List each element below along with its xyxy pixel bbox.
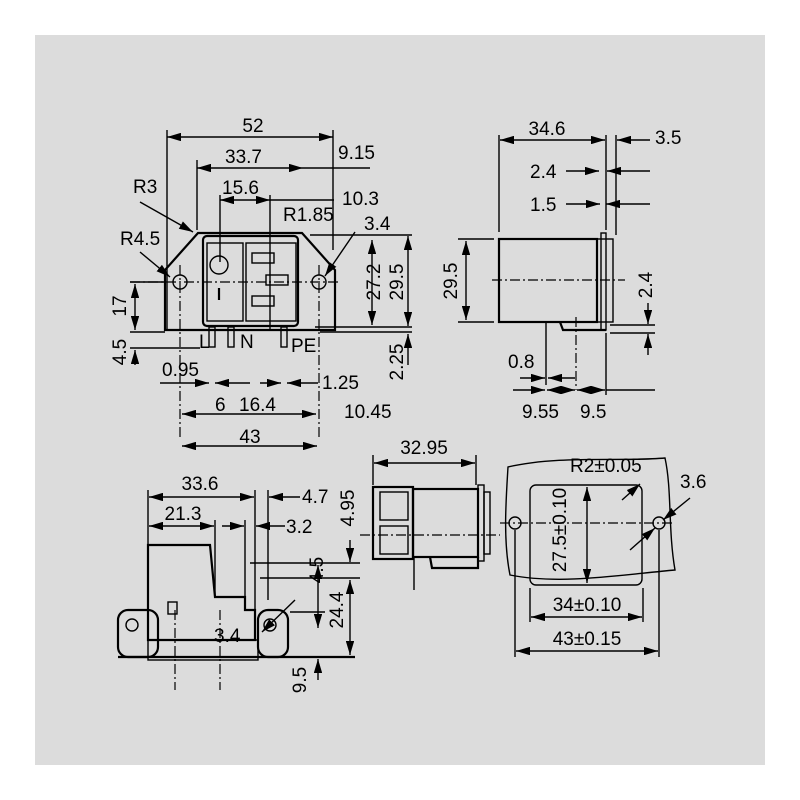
dim-height-inner: 27.2 <box>364 264 385 301</box>
dim-bracket-offset: 2.4 <box>636 271 657 298</box>
dim-pitch-ln: 6 <box>215 395 226 416</box>
dim-depth: 34.6 <box>529 119 566 140</box>
dim-offset-b: 3.2 <box>286 517 312 538</box>
dim-cutout-hole-spacing: 43±0.15 <box>553 629 622 650</box>
dim-height-b: 24.4 <box>327 591 348 628</box>
dim-flange-total: 3.5 <box>655 128 681 149</box>
pin-label-n: N <box>240 332 254 353</box>
drawing-panel <box>35 35 765 765</box>
dim-height-bottom: 4.5 <box>110 339 131 365</box>
dim-hole-dia: 3.4 <box>364 214 391 235</box>
dim-flange-a: 2.4 <box>530 162 557 183</box>
dim-pin-offset-b: 9.5 <box>580 402 606 423</box>
dim-bottom-hole-dia: 3.4 <box>214 626 241 647</box>
dim-corner-radius: R2±0.05 <box>570 456 642 477</box>
dim-height-outer: 29.5 <box>387 264 408 301</box>
dim-cutout-hole-dia: 3.6 <box>680 472 706 493</box>
dim-radius-side: R4.5 <box>120 229 160 250</box>
bottom-view-labels: 33.6 4.7 21.3 3.2 4.95 4.5 24.4 3.4 9.5 <box>165 474 359 693</box>
dim-height-c: 9.5 <box>290 667 311 693</box>
dim-length: 33.6 <box>182 474 219 495</box>
pin-label-l: L <box>199 332 210 353</box>
panel-cutout <box>500 457 691 657</box>
dim-pin-gap: 1.25 <box>322 373 359 394</box>
dim-cutout-width: 34±0.10 <box>553 595 622 616</box>
dim-width-body: 33.7 <box>225 147 262 168</box>
dim-top-depth: 32.95 <box>400 438 448 459</box>
dim-height-flange: 2.25 <box>387 344 408 381</box>
side-view-labels: 34.6 3.5 2.4 1.5 29.5 2.4 0.8 9.55 9.5 <box>441 119 681 423</box>
dim-offset-a: 4.7 <box>302 487 328 508</box>
panel-cutout-labels: R2±0.05 3.6 27.5±0.10 34±0.10 43±0.15 <box>550 456 706 650</box>
dim-hole-spacing: 43 <box>239 427 260 448</box>
dim-offset-pin: 10.3 <box>342 189 379 210</box>
dim-radius-corner: R1.85 <box>283 205 334 226</box>
dim-length-inner: 21.3 <box>165 504 202 525</box>
dim-height-hole: 17 <box>110 295 131 316</box>
dim-cutout-height: 27.5±0.10 <box>550 488 571 572</box>
dim-pin-thickness: 0.8 <box>508 352 534 373</box>
dim-offset-right: 9.15 <box>338 143 375 164</box>
dim-radius-top: R3 <box>133 177 157 198</box>
dim-pin-width: 0.95 <box>162 360 199 381</box>
bottom-view <box>116 490 360 690</box>
dim-side-height: 29.5 <box>441 263 462 300</box>
dim-switch-offset: 15.6 <box>222 178 259 199</box>
dim-width-total: 52 <box>242 116 263 137</box>
dim-offset-c: 4.95 <box>338 490 359 527</box>
top-view <box>360 455 500 590</box>
dim-pitch-npe: 16.4 <box>239 395 276 416</box>
dim-pin-offset-a: 9.55 <box>522 402 559 423</box>
dim-height-a: 4.5 <box>307 557 328 583</box>
front-view-labels: 52 33.7 9.15 15.6 10.3 R1.85 3.4 R3 R4.5… <box>110 116 408 448</box>
pin-label-pe: PE <box>291 336 316 357</box>
front-view <box>130 130 413 451</box>
dim-flange-b: 1.5 <box>530 195 556 216</box>
dim-offset-pe: 10.45 <box>344 402 392 423</box>
side-view <box>458 135 655 395</box>
